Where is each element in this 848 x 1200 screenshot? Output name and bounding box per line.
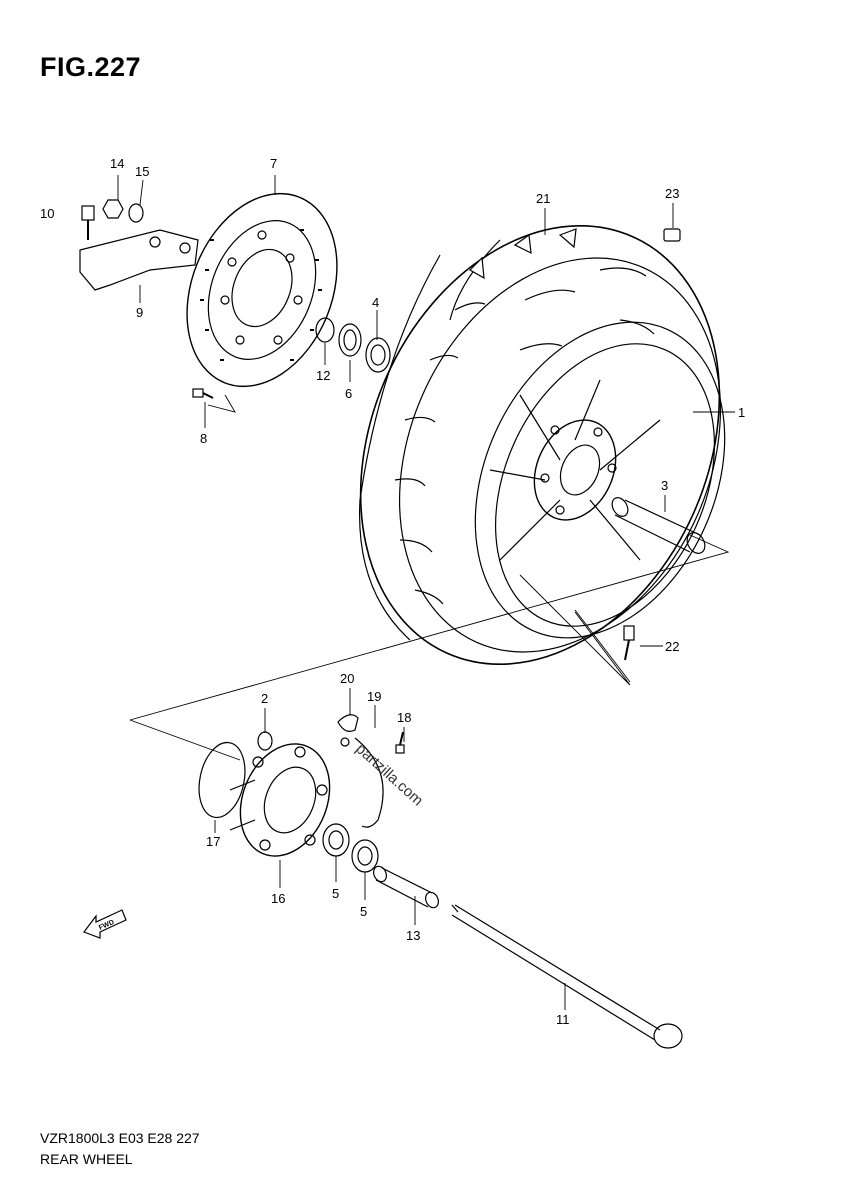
sprocket-mount-16 (229, 743, 331, 857)
tire (358, 224, 722, 666)
callout-17: 17 (206, 834, 220, 849)
clip-23 (663, 228, 681, 242)
axle-11 (451, 904, 683, 1049)
bolt-18 (395, 731, 405, 754)
callout-19: 19 (367, 689, 381, 704)
footer-section: REAR WHEEL (40, 1151, 133, 1167)
bearing-5a (322, 823, 350, 857)
callout-22: 22 (665, 639, 679, 654)
seal-6 (338, 323, 362, 357)
callout-8: 8 (200, 431, 207, 446)
callout-16: 16 (271, 891, 285, 906)
figure-title: FIG.227 (40, 52, 142, 82)
retainer-20 (337, 714, 359, 732)
callout-23: 23 (665, 186, 679, 201)
callout-18: 18 (397, 710, 411, 725)
callout-9: 9 (136, 305, 143, 320)
callout-5a: 5 (332, 886, 339, 901)
bearing-4 (365, 337, 391, 373)
footer-model-line: VZR1800L3 E03 E28 227 (40, 1130, 200, 1146)
spacer-12 (315, 317, 335, 343)
spacer-13 (372, 865, 440, 909)
bearing-5b (351, 839, 379, 873)
spacer-3 (611, 497, 706, 554)
callout-13: 13 (406, 928, 420, 943)
nut-14 (102, 199, 124, 219)
callout-11: 11 (556, 1012, 570, 1027)
callout-12: 12 (316, 368, 330, 383)
bolt-8 (192, 388, 214, 399)
callout-20: 20 (340, 671, 354, 686)
callout-10: 10 (40, 206, 54, 221)
bolt-10 (81, 205, 95, 240)
retainer-19 (354, 737, 384, 828)
callout-6: 6 (345, 386, 352, 401)
callout-21: 21 (536, 191, 550, 206)
callout-4: 4 (372, 295, 379, 310)
spacer-2 (257, 731, 273, 751)
o-ring-17 (198, 741, 246, 819)
fwd-arrow-icon (83, 909, 127, 939)
wheel-rim (474, 321, 726, 639)
callout-3: 3 (661, 478, 668, 493)
caliper-bracket-9 (79, 229, 199, 291)
valve-22 (623, 625, 635, 661)
callout-1: 1 (738, 405, 745, 420)
callout-15: 15 (135, 164, 149, 179)
callout-5b: 5 (360, 904, 367, 919)
callout-7: 7 (270, 156, 277, 171)
washer-15 (128, 203, 144, 223)
callout-14: 14 (110, 156, 124, 171)
callout-2: 2 (261, 691, 268, 706)
watermark: partzilla.com (352, 740, 426, 809)
brake-disc (186, 192, 338, 388)
